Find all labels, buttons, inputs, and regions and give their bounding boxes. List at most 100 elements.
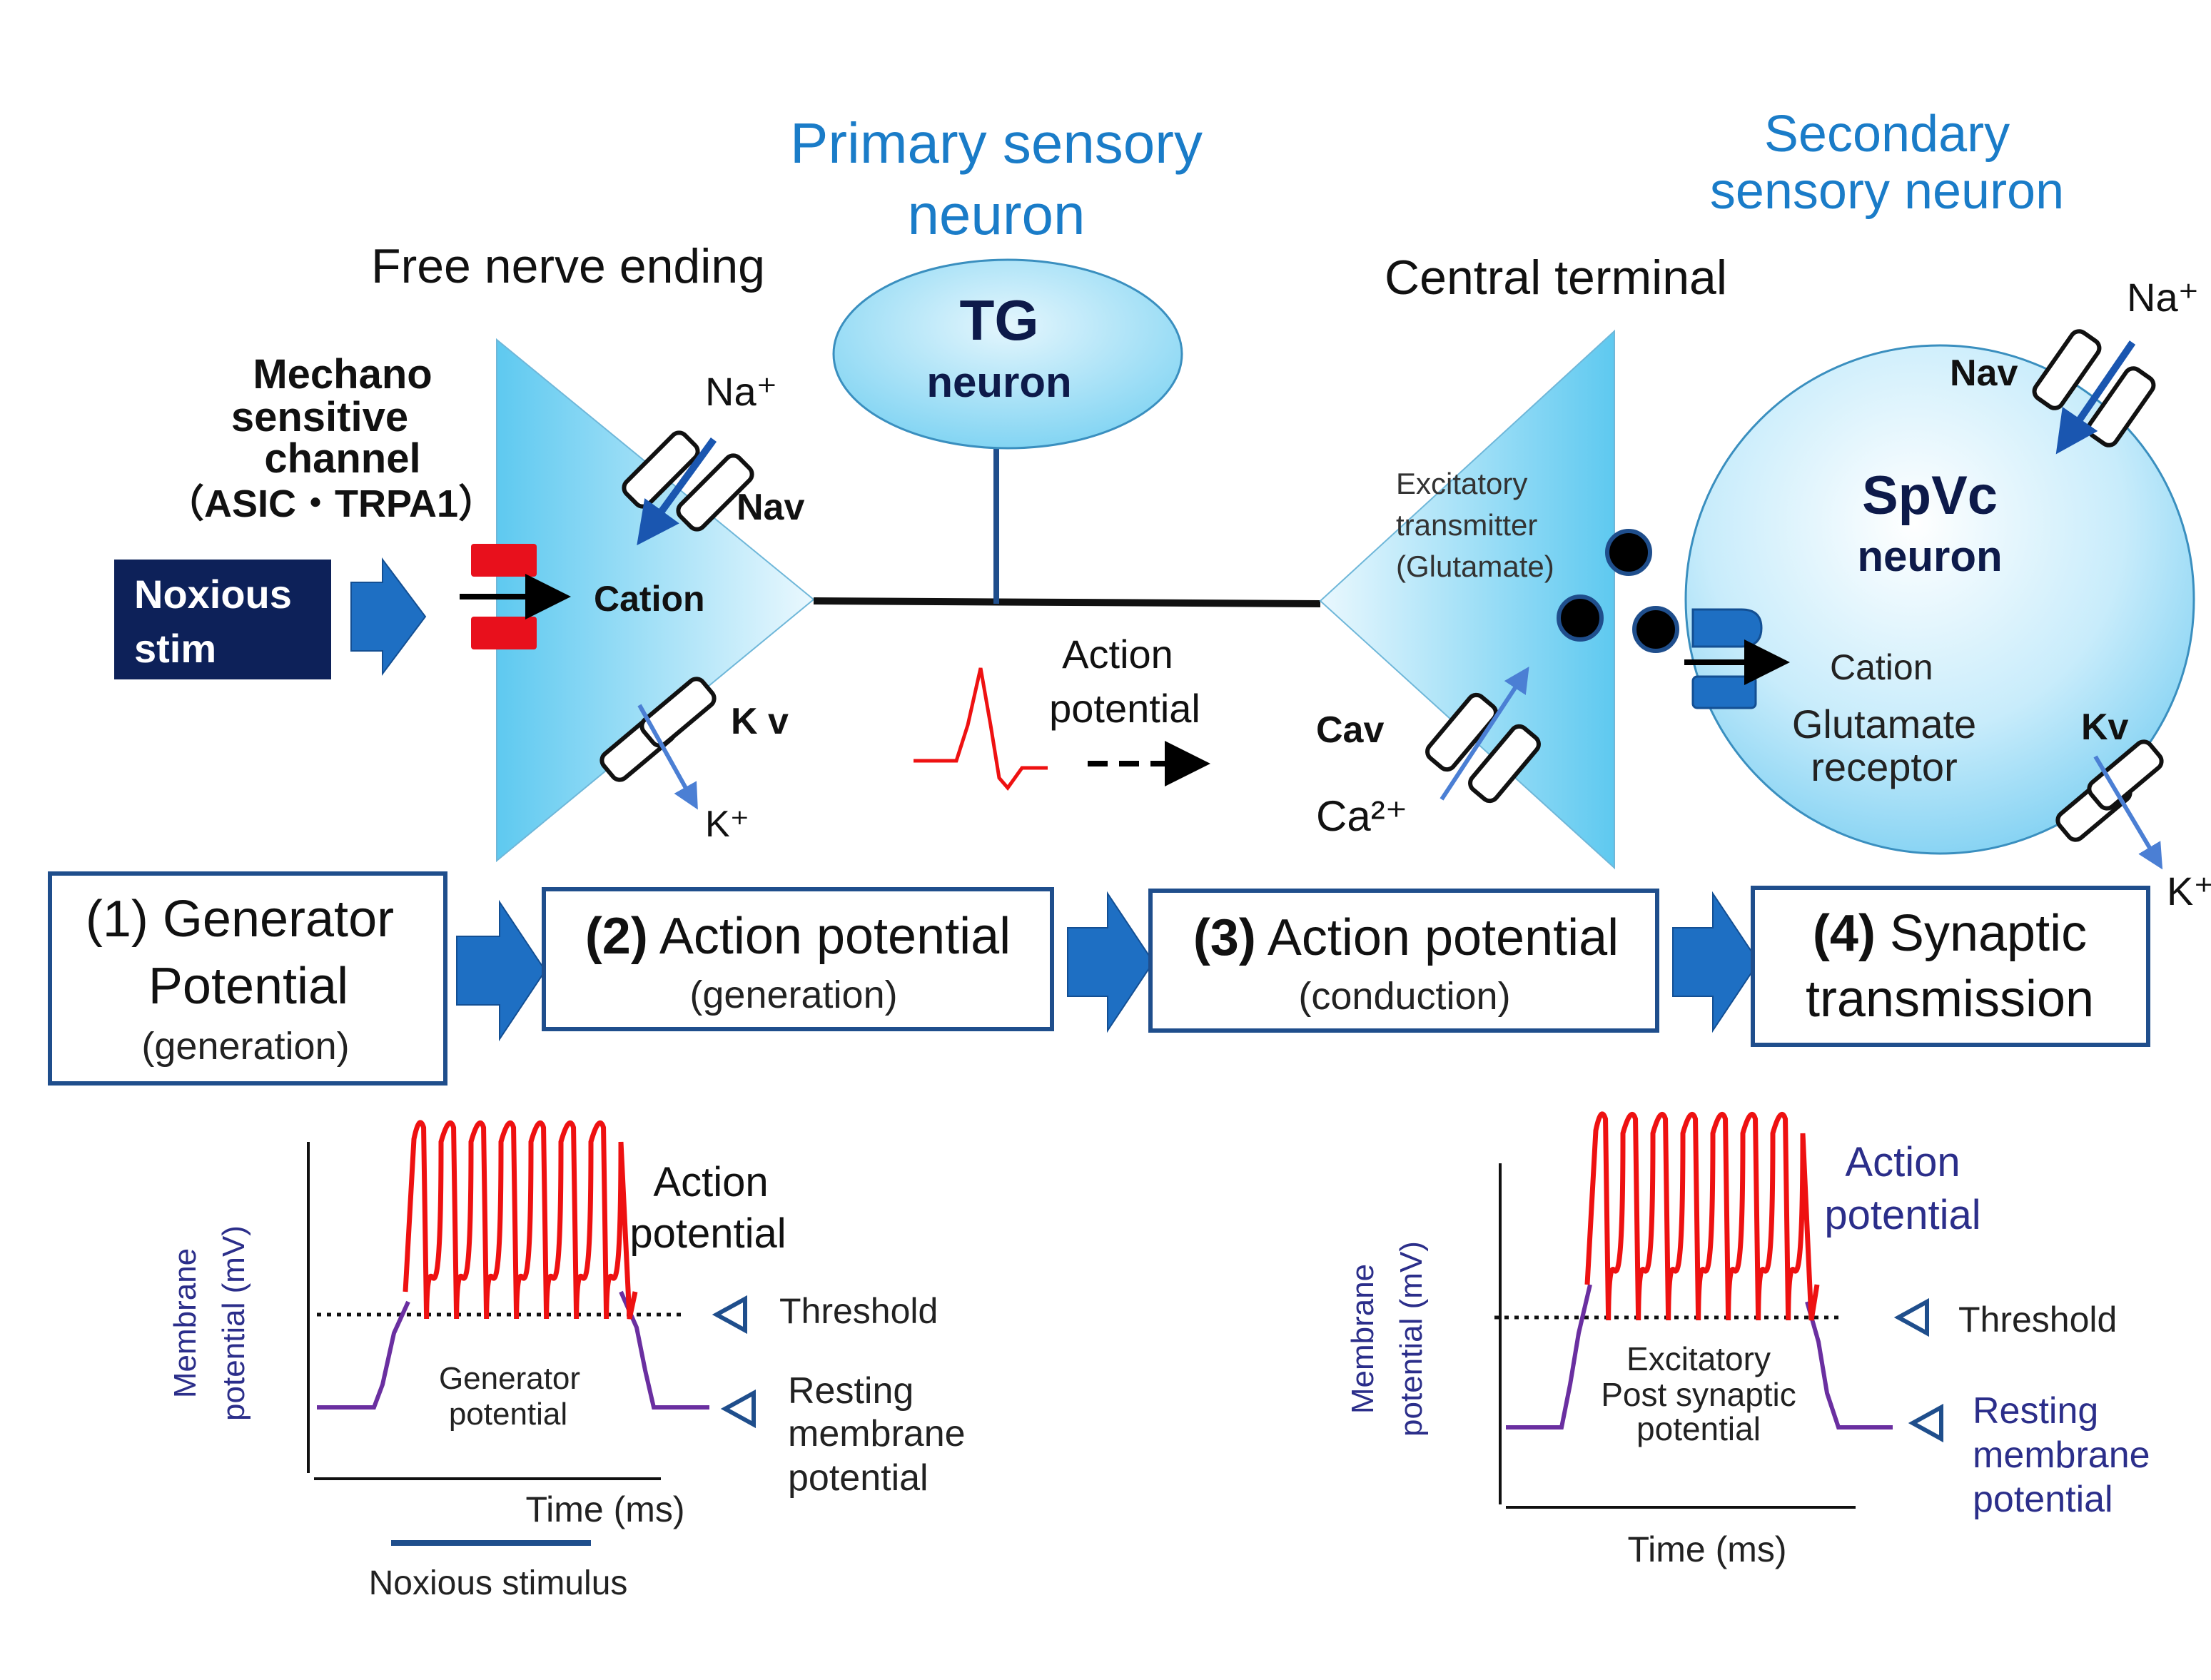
left-ylabel-2: potential (mV) bbox=[216, 1225, 251, 1421]
axon-spike bbox=[914, 667, 1048, 791]
right-inner-label-3: potential bbox=[1636, 1410, 1761, 1447]
glutamate-vesicle-2 bbox=[1557, 594, 1604, 642]
step-3-sub: (conduction) bbox=[1298, 975, 1510, 1018]
left-rest-label-2: membrane bbox=[788, 1413, 966, 1454]
left-xlabel: Time (ms) bbox=[525, 1489, 684, 1529]
left-rest-label-1: Resting bbox=[788, 1370, 914, 1412]
mechano-label-4: （ASIC・TRPA1） bbox=[166, 482, 497, 525]
k-left-label: K⁺ bbox=[705, 804, 749, 845]
nav-channel-right bbox=[2032, 329, 2156, 455]
right-rest-label-1: Resting bbox=[1973, 1390, 2098, 1432]
step-1-title-2: Potential bbox=[148, 958, 348, 1015]
left-inner-label-1: Generator bbox=[439, 1361, 580, 1396]
tg-neuron-body bbox=[832, 258, 1183, 450]
noxious-stimulus-label: Noxious stimulus bbox=[369, 1564, 628, 1602]
kv-channel-right bbox=[2055, 739, 2164, 870]
cation-left-label: Cation bbox=[594, 579, 705, 619]
spvc-neuron-body bbox=[1684, 344, 2195, 855]
right-inner-label-2: Post synaptic bbox=[1601, 1376, 1796, 1413]
step-3-num: (3) bbox=[1193, 909, 1256, 966]
left-inner-label-2: potential bbox=[449, 1397, 567, 1432]
step-1-sub: (generation) bbox=[141, 1025, 349, 1068]
k-right-label: K⁺ bbox=[2167, 869, 2211, 914]
right-purple-trace-fall bbox=[1805, 1301, 1893, 1429]
step-4-title-2: transmission bbox=[1806, 971, 2094, 1028]
left-ylabel-1: Membrane bbox=[168, 1248, 203, 1398]
axon-ap-label-1: Action bbox=[1062, 632, 1173, 677]
kv-left-label: K v bbox=[731, 701, 789, 742]
mechano-label-2: sensitive bbox=[231, 394, 408, 440]
right-ylabel-1: Membrane bbox=[1345, 1264, 1380, 1414]
mechano-label-1: Mechano bbox=[253, 351, 432, 398]
transmitter-label-1: Excitatory bbox=[1396, 467, 1527, 500]
left-rest-label-3: potential bbox=[788, 1457, 929, 1499]
step-3-title: Action potential bbox=[1256, 909, 1619, 966]
step-3-title-line: (3) Action potential bbox=[1193, 909, 1619, 966]
tg-neuron-title: TG bbox=[959, 288, 1038, 352]
right-rest-label-3: potential bbox=[1973, 1479, 2113, 1520]
noxious-stim-label-2: stim bbox=[134, 626, 216, 671]
spvc-subtitle: neuron bbox=[1857, 532, 2002, 580]
left-rest-marker-icon bbox=[720, 1389, 756, 1429]
step-2-sub: (generation) bbox=[689, 973, 897, 1016]
right-purple-trace-rise bbox=[1506, 1284, 1592, 1429]
step-4-box bbox=[1751, 886, 2150, 1047]
nav-channel-left bbox=[622, 430, 754, 546]
primary-neuron-title-2: neuron bbox=[907, 183, 1085, 246]
left-threshold-marker-icon bbox=[712, 1295, 747, 1335]
ca-label: Ca²⁺ bbox=[1316, 792, 1407, 840]
left-spike-train bbox=[403, 1120, 638, 1320]
kv-right-label: Kv bbox=[2081, 707, 2129, 748]
glutamate-vesicle-3 bbox=[1632, 606, 1679, 653]
right-rest-label-2: membrane bbox=[1973, 1434, 2150, 1476]
step-4-num: (4) bbox=[1813, 905, 1876, 962]
step-2-num: (2) bbox=[585, 908, 648, 965]
left-threshold-label: Threshold bbox=[779, 1291, 938, 1331]
cation-right-label: Cation bbox=[1830, 647, 1933, 687]
glutamate-receptor-label-1: Glutamate bbox=[1792, 702, 1976, 747]
mechano-label-3: channel bbox=[264, 435, 420, 482]
left-membrane-graph: Membrane potential (mV) Time (ms) Action… bbox=[168, 1120, 966, 1602]
glutamate-receptor-top bbox=[1691, 608, 1763, 648]
step-2-title: Action potential bbox=[648, 908, 1011, 965]
left-purple-trace-fall bbox=[619, 1290, 709, 1410]
right-spike-train bbox=[1584, 1111, 1820, 1321]
left-ap-label-1: Action bbox=[653, 1159, 768, 1205]
cav-channel bbox=[1425, 666, 1541, 804]
transmitter-label-3: (Glutamate) bbox=[1396, 550, 1554, 583]
right-ap-label-1: Action bbox=[1845, 1139, 1960, 1185]
mechano-channel-top bbox=[471, 544, 537, 577]
transmitter-label-2: transmitter bbox=[1396, 508, 1537, 542]
na-left-label: Na⁺ bbox=[705, 369, 777, 414]
primary-neuron-title: Primary sensory bbox=[790, 111, 1203, 175]
na-right-label: Na⁺ bbox=[2127, 275, 2199, 320]
noxious-stim-box bbox=[114, 560, 331, 679]
right-threshold-marker-icon bbox=[1893, 1297, 1929, 1337]
glutamate-receptor-label-2: receptor bbox=[1811, 744, 1957, 789]
secondary-neuron-title: Secondary bbox=[1764, 106, 2010, 163]
noxious-stim-label-1: Noxious bbox=[134, 572, 292, 617]
right-inner-label-1: Excitatory bbox=[1626, 1340, 1771, 1377]
central-terminal-label: Central terminal bbox=[1385, 251, 1727, 305]
nav-right-label: Nav bbox=[1950, 353, 2018, 394]
step-1-box bbox=[48, 871, 447, 1086]
nav-left-label: Nav bbox=[737, 487, 804, 528]
right-ap-label-2: potential bbox=[1824, 1192, 1980, 1238]
glutamate-receptor-bottom bbox=[1691, 675, 1757, 709]
step-arrow-2 bbox=[1067, 891, 1155, 1033]
left-purple-trace-rise bbox=[317, 1300, 410, 1410]
mechano-channel-bottom bbox=[471, 617, 537, 649]
kv-channel-left bbox=[599, 677, 717, 810]
right-membrane-graph: Membrane potential (mV) Time (ms) Action… bbox=[1345, 1111, 2150, 1569]
spvc-title: SpVc bbox=[1862, 465, 1998, 526]
free-nerve-ending-label: Free nerve ending bbox=[371, 239, 765, 293]
left-ap-label-2: potential bbox=[629, 1210, 786, 1257]
step-4-title: Synaptic bbox=[1876, 905, 2087, 962]
step-2-title-line: (2) Action potential bbox=[585, 908, 1011, 965]
stim-block-arrow bbox=[350, 557, 427, 676]
right-ylabel-2: potential (mV) bbox=[1394, 1241, 1429, 1437]
axon-line bbox=[813, 597, 1321, 607]
step-arrow-1 bbox=[456, 899, 547, 1042]
secondary-neuron-title-2: sensory neuron bbox=[1710, 163, 2064, 220]
